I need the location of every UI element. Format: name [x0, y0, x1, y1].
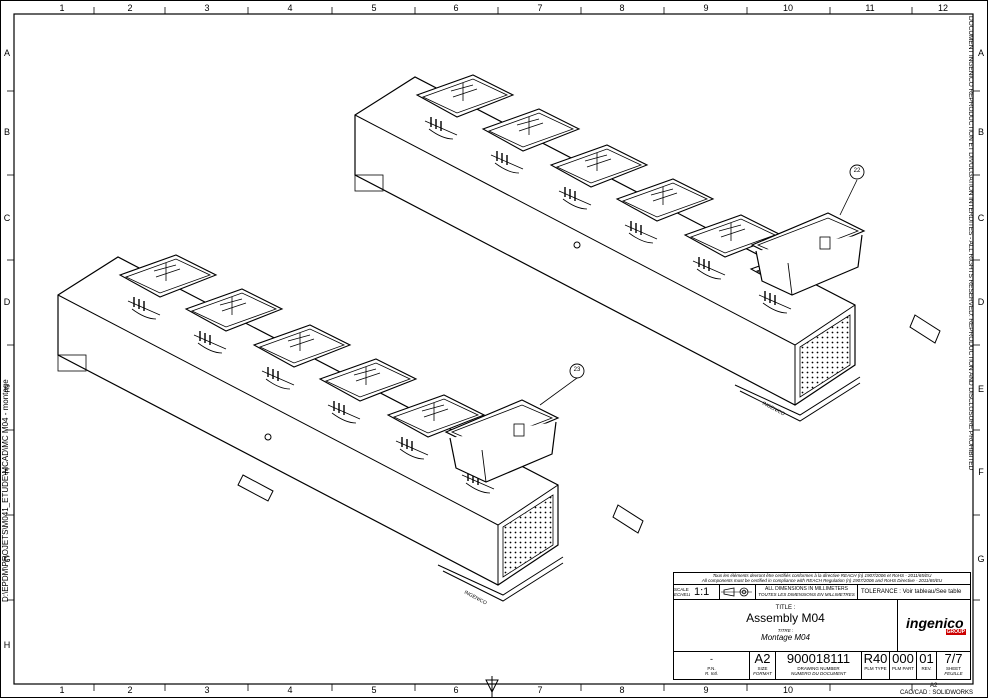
compliance-fr: Tous les éléments devront être certifiés…: [712, 573, 932, 578]
zone-col-1-bottom: 1: [59, 685, 65, 695]
zone-row-f: F: [4, 467, 10, 477]
title-fr: Montage M04: [761, 633, 810, 642]
zone-col-8-bottom: 8: [619, 685, 625, 695]
pn-label-fr: R. Intl.: [704, 671, 718, 676]
plm-type-cell: R40 PLM TYPE: [862, 652, 890, 679]
zone-col-3: 3: [204, 3, 210, 13]
dimensions-fr: TOUTES LES DIMENSIONS EN MILLIMETRES: [758, 592, 855, 597]
projection-symbol-cell: [720, 585, 756, 600]
zone-col-3-bottom: 3: [204, 685, 210, 695]
assembly-upper-view: [354, 74, 941, 422]
plm-part-value: 000: [892, 652, 914, 666]
zone-col-11: 11: [865, 3, 875, 13]
zone-row-e-right: E: [977, 384, 984, 394]
zone-col-5: 5: [371, 3, 377, 13]
size-value: A2: [754, 652, 771, 666]
scale-label-fr: ECHELLE: [674, 592, 690, 597]
zone-col-1: 1: [59, 3, 65, 13]
pn-label: P.N.: [707, 666, 716, 671]
zone-row-e: E: [3, 384, 10, 394]
logo-group: GROUP: [945, 629, 966, 635]
zone-col-10-bottom: 10: [782, 685, 793, 695]
file-path-text: D:\EPDM\PROJETS\M041_ETUDE\MCAD\MC M04 -…: [1, 379, 10, 602]
assembly-lower-view: [57, 254, 644, 602]
zone-col-7: 7: [537, 3, 543, 13]
zone-row-a: A: [3, 48, 10, 58]
zone-col-8: 8: [619, 3, 625, 13]
zone-row-f-right: F: [978, 467, 984, 477]
drawing-number-label: DRAWING NUMBER: [797, 666, 840, 671]
zone-col-5-bottom: 5: [371, 685, 377, 695]
size-label: SIZE: [757, 666, 768, 671]
drawing-number-label-fr: NUMERO DU DOCUMENT: [791, 671, 846, 676]
zone-col-12: 12: [937, 3, 948, 13]
size-label-fr: FORMAT: [753, 671, 772, 676]
cad-software: CAO/CAD : SOLIDWORKS: [900, 690, 974, 696]
scale-value: 1:1: [690, 585, 720, 600]
zone-col-2-bottom: 2: [127, 685, 133, 695]
compliance-en: All components must be certified in comp…: [701, 578, 943, 583]
plm-part-label: PLM PART: [891, 666, 915, 671]
title-en: Assembly M04: [746, 611, 825, 625]
zone-col-4: 4: [287, 3, 293, 13]
drawing-number-cell: 900018111 DRAWING NUMBER NUMERO DU DOCUM…: [776, 652, 862, 679]
zone-col-6: 6: [453, 3, 459, 13]
drawing-number: 900018111: [786, 652, 851, 666]
balloon-22: 22: [853, 168, 861, 174]
balloon-23: 23: [573, 367, 581, 373]
sheet-cell: 7/7 SHEET FEUILLE: [937, 652, 970, 679]
rev-label: REV.: [921, 666, 932, 671]
sheet-value: 7/7: [944, 652, 963, 666]
zone-row-b-right: B: [977, 127, 984, 137]
dimensions-en: ALL DIMENSIONS IN MILLIMETERS: [765, 586, 848, 592]
sheet-label: SHEET: [945, 666, 961, 671]
compliance-row: Tous les éléments devront être certifiés…: [674, 573, 970, 585]
logo-name: ingenico: [906, 615, 964, 631]
pn-cell: - P.N. R. Intl.: [674, 652, 750, 679]
bottom-size-label: A2: [930, 683, 938, 689]
zone-row-g-right: G: [977, 554, 985, 564]
rev-value: 01: [919, 652, 934, 666]
zone-row-c-right: C: [977, 213, 985, 223]
projection-symbol-icon: [721, 587, 752, 597]
confidentiality-notice: DOCUMENT INGENICO REPRODUCTION ET DIVULG…: [967, 16, 974, 471]
title-cell: TITLE : Assembly M04 TITRE : Montage M04: [674, 600, 898, 652]
zone-row-h: H: [3, 640, 11, 650]
zone-row-g: G: [3, 554, 11, 564]
zone-col-6-bottom: 6: [453, 685, 459, 695]
title-label: TITLE :: [775, 605, 796, 611]
title-label-fr: TITRE :: [777, 628, 794, 633]
zone-row-b: B: [3, 127, 10, 137]
ingenico-logo: ingenico GROUP: [906, 616, 968, 640]
plm-type-label: PLM TYPE: [864, 666, 887, 671]
zone-row-a-right: A: [977, 48, 984, 58]
zone-col-9-bottom: 9: [703, 685, 709, 695]
zone-col-9: 9: [703, 3, 709, 13]
pn-value: -: [710, 654, 713, 664]
scale-label: SCALE: [674, 587, 689, 592]
logo-cell: ingenico GROUP: [898, 600, 970, 652]
scale-label-cell: SCALE ECHELLE: [674, 585, 690, 600]
plm-type-value: R40: [863, 652, 888, 666]
size-cell: A2 SIZE FORMAT: [750, 652, 776, 679]
dimensions-cell: ALL DIMENSIONS IN MILLIMETERS TOUTES LES…: [756, 585, 858, 600]
zone-col-7-bottom: 7: [537, 685, 543, 695]
plm-part-cell: 000 PLM PART: [890, 652, 917, 679]
title-block: Tous les éléments devront être certifiés…: [673, 572, 971, 680]
cup-part-22: [751, 212, 865, 296]
rev-cell: 01 REV.: [917, 652, 937, 679]
sheet-label-fr: FEUILLE: [944, 671, 963, 676]
zone-row-c: C: [3, 213, 11, 223]
zone-col-2: 2: [127, 3, 133, 13]
zone-row-d-right: D: [977, 297, 985, 307]
tolerance: TOLERANCE : Voir tableau/See table: [858, 585, 970, 600]
zone-col-4-bottom: 4: [287, 685, 293, 695]
zone-col-10: 10: [782, 3, 793, 13]
zone-row-d: D: [3, 297, 11, 307]
